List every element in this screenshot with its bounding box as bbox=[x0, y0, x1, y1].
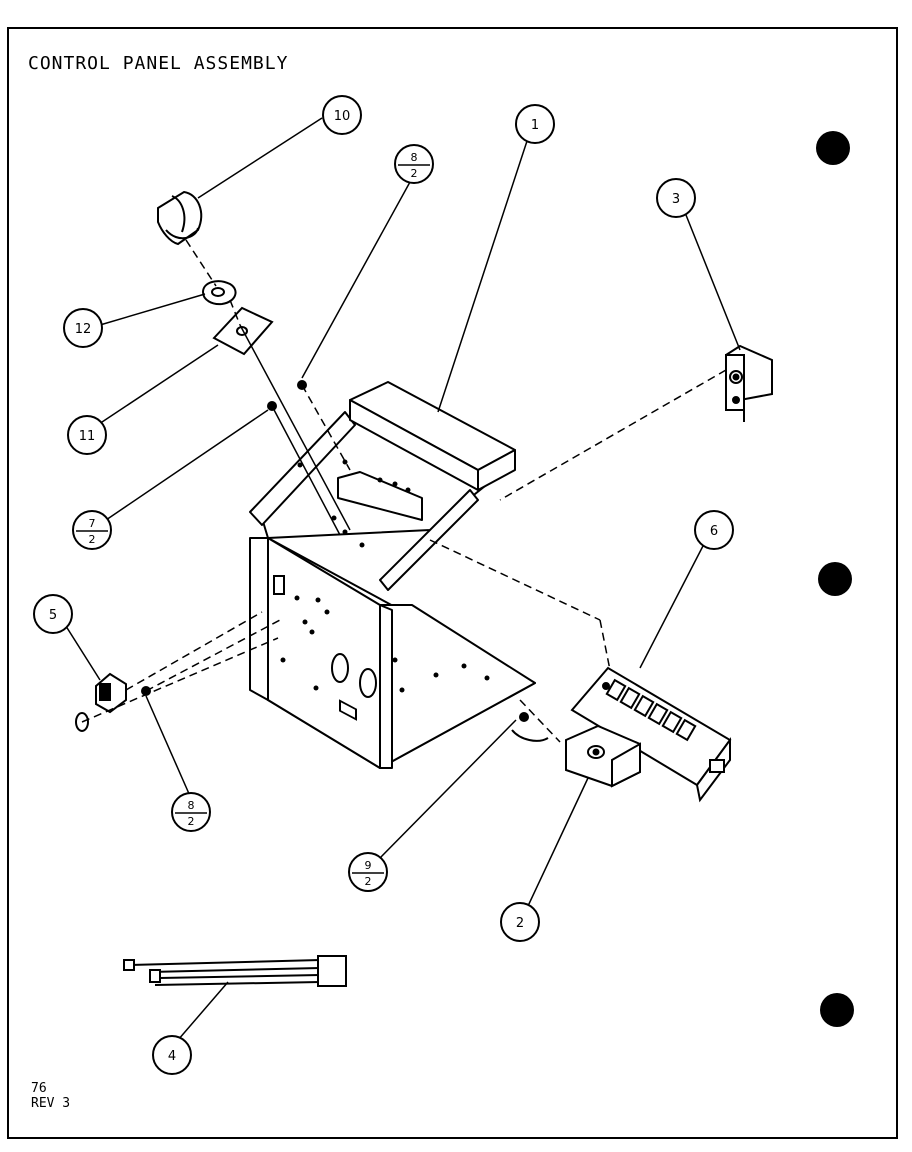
part-10-knob bbox=[157, 190, 203, 246]
page-title: CONTROL PANEL ASSEMBLY bbox=[28, 53, 289, 74]
callout-8a: 8 2 bbox=[394, 144, 434, 184]
part-6-control-board bbox=[570, 666, 732, 803]
control-panel-chassis bbox=[249, 381, 536, 769]
part-12-washer bbox=[201, 280, 237, 306]
part-3-switch bbox=[725, 344, 773, 422]
callout-1-label: 1 bbox=[531, 118, 539, 133]
callout-1: 1 bbox=[515, 104, 555, 144]
callout-9: 9 2 bbox=[348, 852, 388, 892]
solid-leaders bbox=[239, 324, 351, 536]
callout-11-label: 11 bbox=[79, 429, 96, 444]
chassis-shelf bbox=[379, 604, 536, 769]
chassis-right-flange bbox=[379, 604, 393, 769]
callout-3: 3 bbox=[656, 178, 696, 218]
binder-hole-top bbox=[816, 131, 850, 165]
callout-8b-top: 8 bbox=[188, 799, 195, 812]
callout-6: 6 bbox=[694, 510, 734, 550]
callout-10-label: 10 bbox=[334, 109, 351, 124]
chassis-cutouts bbox=[273, 575, 377, 721]
board-buttons bbox=[605, 678, 697, 742]
page-number: 76 bbox=[31, 1081, 47, 1096]
callout-7-top: 7 bbox=[89, 517, 96, 530]
callout-9-bottom: 2 bbox=[365, 875, 372, 888]
rear-tray-end bbox=[477, 449, 516, 491]
callout-11: 11 bbox=[67, 415, 107, 455]
callout-10: 10 bbox=[322, 95, 362, 135]
chassis-front-wall bbox=[267, 537, 381, 769]
callout-8b-bottom: 2 bbox=[188, 815, 195, 828]
callout-4: 4 bbox=[152, 1035, 192, 1075]
callout-8b: 8 2 bbox=[171, 792, 211, 832]
callout-8a-top: 8 bbox=[411, 151, 418, 164]
revision-label: REV 3 bbox=[31, 1096, 71, 1111]
binder-hole-middle bbox=[818, 562, 852, 596]
callout-12: 12 bbox=[63, 308, 103, 348]
callout-6-label: 6 bbox=[710, 524, 718, 539]
top-cutout bbox=[337, 471, 423, 521]
callout-5-label: 5 bbox=[49, 608, 57, 623]
callout-7: 7 2 bbox=[72, 510, 112, 550]
callout-2: 2 bbox=[500, 902, 540, 942]
callout-9-top: 9 bbox=[365, 859, 372, 872]
callout-5: 5 bbox=[33, 594, 73, 634]
callout-8a-bottom: 2 bbox=[411, 167, 418, 180]
callout-leaders bbox=[63, 117, 741, 1041]
part-9-clip bbox=[511, 729, 549, 742]
page-border bbox=[7, 27, 898, 1139]
part-5-rocker-switch bbox=[95, 672, 127, 714]
binder-hole-bottom bbox=[820, 993, 854, 1027]
chassis-left-flange bbox=[249, 537, 269, 701]
chassis-left-rail bbox=[249, 411, 356, 526]
callout-2-label: 2 bbox=[516, 916, 524, 931]
callout-3-label: 3 bbox=[672, 192, 680, 207]
chassis-front-rail bbox=[379, 489, 479, 591]
callout-7-bottom: 2 bbox=[89, 533, 96, 546]
callout-4-label: 4 bbox=[168, 1049, 176, 1064]
part-4-wiring-harness bbox=[123, 955, 347, 987]
assembly-lines bbox=[81, 239, 727, 743]
callout-12-label: 12 bbox=[75, 322, 92, 337]
chassis-holes bbox=[280, 459, 490, 693]
part-2-selector-switch bbox=[565, 724, 641, 788]
